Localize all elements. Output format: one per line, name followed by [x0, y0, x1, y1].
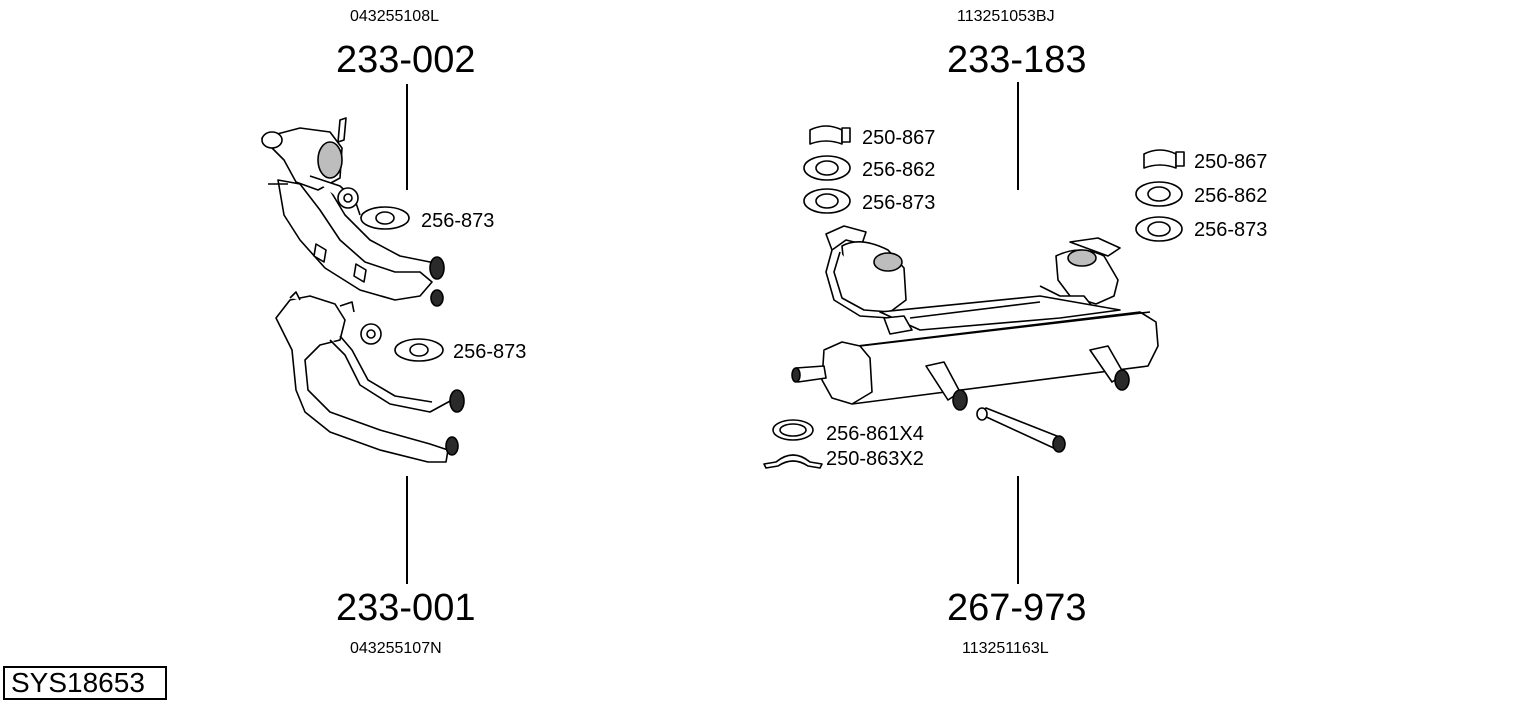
leader-line-233-001 [406, 476, 408, 584]
heat-exchanger-lower-drawing [275, 291, 465, 463]
gasket-256-862-left-drawing [803, 155, 851, 181]
system-id-box: SYS18653 [3, 666, 167, 700]
part-label-p5: 256-873 [862, 192, 936, 214]
part-label-p9: 256-861X4 [826, 423, 924, 445]
tailpipe-drawing [976, 407, 1066, 453]
part-number-233-002: 233-002 [336, 39, 476, 81]
clamp-250-867-left-drawing [809, 125, 851, 145]
leader-line-267-973 [1017, 476, 1019, 584]
ref-113251163L: 113251163L [962, 640, 1049, 657]
ref-043255108L: 043255108L [350, 8, 439, 25]
part-label-p2: 256-873 [453, 341, 527, 363]
part-number-267-973: 267-973 [947, 587, 1087, 629]
part-label-p10: 250-863X2 [826, 448, 924, 470]
part-label-p6: 250-867 [1194, 151, 1268, 173]
ref-113251053BJ: 113251053BJ [957, 8, 1055, 25]
gasket-256-861-drawing [772, 419, 814, 441]
gasket-256-873-right-drawing [1135, 216, 1183, 242]
part-label-p8: 256-873 [1194, 219, 1268, 241]
gasket-256-873-left-drawing [803, 188, 851, 214]
gasket-256-862-right-drawing [1135, 181, 1183, 207]
part-label-p7: 256-862 [1194, 185, 1268, 207]
clamp-250-863-drawing [763, 454, 823, 469]
leader-line-233-183 [1017, 82, 1019, 190]
gasket-256-873-lower-drawing [394, 338, 444, 362]
part-label-p1: 256-873 [421, 210, 495, 232]
part-number-233-183: 233-183 [947, 39, 1087, 81]
part-number-233-001: 233-001 [336, 587, 476, 629]
part-label-p3: 250-867 [862, 127, 936, 149]
part-label-p4: 256-862 [862, 159, 936, 181]
muffler-drawing [791, 225, 1159, 411]
heat-exchanger-upper-drawing [261, 117, 445, 307]
ref-043255107N: 043255107N [350, 640, 442, 657]
gasket-256-873-upper-drawing [360, 206, 410, 230]
leader-line-233-002 [406, 84, 408, 190]
clamp-250-867-right-drawing [1143, 149, 1185, 169]
